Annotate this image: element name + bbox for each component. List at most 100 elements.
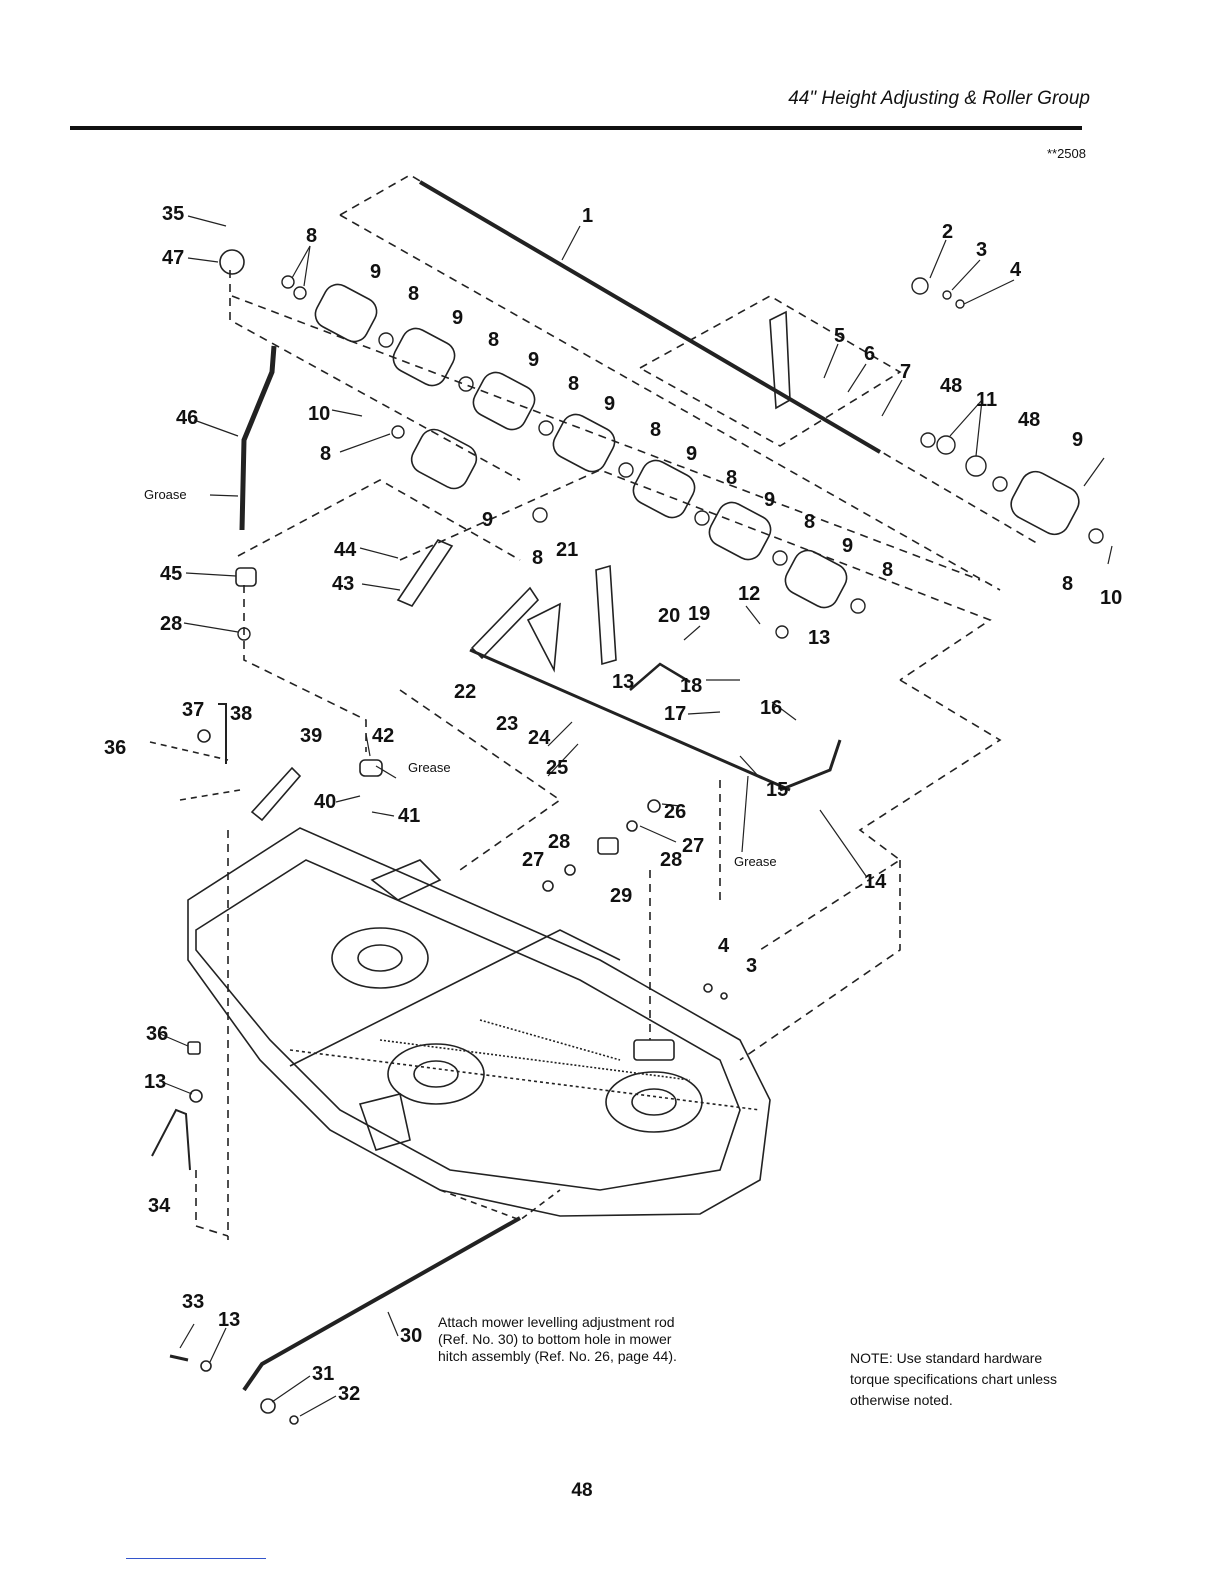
bracket-21 xyxy=(595,564,617,666)
callout-27b: 27 xyxy=(522,849,544,871)
callout-37: 37 xyxy=(182,699,204,721)
height-handle xyxy=(239,345,277,531)
lift-arm-14 xyxy=(779,739,842,792)
callout-8j: 8 xyxy=(320,443,331,465)
callout-8c: 8 xyxy=(488,329,499,351)
callout-42: 42 xyxy=(372,725,394,747)
plate-22 xyxy=(526,602,561,673)
callout-7: 7 xyxy=(900,361,911,383)
callout-9h: 9 xyxy=(1072,429,1083,451)
document-code: **2508 xyxy=(1046,146,1086,161)
callout-19: 19 xyxy=(688,603,710,625)
roller-shaft xyxy=(418,180,882,454)
callout-9f: 9 xyxy=(764,489,775,511)
page-title: 44" Height Adjusting & Roller Group xyxy=(788,88,1090,109)
callout-11: 11 xyxy=(976,389,997,411)
callout-39: 39 xyxy=(300,725,322,747)
callout-32: 32 xyxy=(338,1383,360,1405)
callout-8a: 8 xyxy=(306,225,317,247)
callout-13c: 13 xyxy=(144,1071,166,1093)
footer-rule xyxy=(126,1558,266,1559)
callout-34: 34 xyxy=(148,1195,171,1217)
arm-link-13 xyxy=(629,662,691,691)
roller-row-top xyxy=(314,283,1080,609)
callout-28c: 28 xyxy=(548,831,570,853)
callout-8b: 8 xyxy=(408,283,419,305)
callout-3b: 3 xyxy=(746,955,757,977)
callout-3a: 3 xyxy=(976,239,987,261)
callout-36a: 36 xyxy=(104,737,126,759)
callout-9g: 9 xyxy=(842,535,853,557)
bracket-5-assembly xyxy=(769,310,791,410)
callout-8i: 8 xyxy=(1062,573,1073,595)
callout-17: 17 xyxy=(664,703,686,725)
callout-21: 21 xyxy=(556,539,578,561)
callout-1: 1 xyxy=(582,205,593,227)
callout-22: 22 xyxy=(454,681,476,703)
callout-8f: 8 xyxy=(726,467,737,489)
callout-9i: 9 xyxy=(482,509,493,531)
callout-8e: 8 xyxy=(650,419,661,441)
callout-20: 20 xyxy=(658,605,680,627)
callout-30: 30 xyxy=(400,1325,422,1347)
hitch-bracket-34 xyxy=(151,1108,191,1171)
page-number: 48 xyxy=(571,1480,593,1501)
callout-8k: 8 xyxy=(532,547,543,569)
assembly-drawing xyxy=(149,174,1104,1425)
bracket-43 xyxy=(396,539,454,607)
callout-13a: 13 xyxy=(808,627,830,649)
levelling-rod-note: Attach mower levelling adjustment rod (R… xyxy=(438,1314,677,1364)
grease-label-handle: Groase xyxy=(144,487,187,502)
leader-lines xyxy=(159,215,1113,1417)
callout-4b: 4 xyxy=(718,935,730,957)
washers xyxy=(237,275,1104,641)
callout-44: 44 xyxy=(334,539,357,561)
callout-13d: 13 xyxy=(218,1309,240,1331)
title-rule xyxy=(70,126,1082,130)
callout-28a: 28 xyxy=(160,613,182,635)
callout-31: 31 xyxy=(312,1363,334,1385)
callout-40: 40 xyxy=(314,791,336,813)
callout-45: 45 xyxy=(160,563,182,585)
pivot-rod xyxy=(469,648,791,792)
link-22 xyxy=(470,586,540,660)
callout-35: 35 xyxy=(162,203,184,225)
callout-23: 23 xyxy=(496,713,518,735)
callout-27a: 27 xyxy=(682,835,704,857)
callout-8h: 8 xyxy=(882,559,893,581)
callout-9a: 9 xyxy=(370,261,381,283)
callout-13b: 13 xyxy=(612,671,634,693)
mower-deck xyxy=(187,827,771,1217)
callout-9e: 9 xyxy=(686,443,697,465)
callout-24: 24 xyxy=(528,727,551,749)
bracket-39 xyxy=(250,766,302,822)
callout-29: 29 xyxy=(610,885,632,907)
callout-10a: 10 xyxy=(308,403,330,425)
callout-36b: 36 xyxy=(146,1023,168,1045)
callout-9d: 9 xyxy=(604,393,615,415)
grease-label-pivot: Grease xyxy=(734,854,777,869)
callout-5: 5 xyxy=(834,325,845,347)
callout-41: 41 xyxy=(398,805,420,827)
part-callouts: 35 47 8 9 8 9 8 9 8 9 8 9 8 9 8 9 8 1 2 … xyxy=(104,203,1122,1405)
callout-48a: 48 xyxy=(940,375,962,397)
callout-28b: 28 xyxy=(660,849,682,871)
callout-15: 15 xyxy=(766,779,788,801)
callout-26: 26 xyxy=(664,801,686,823)
callout-12: 12 xyxy=(738,583,760,605)
callout-48b: 48 xyxy=(1018,409,1040,431)
callout-25: 25 xyxy=(546,757,568,779)
callout-33: 33 xyxy=(182,1291,204,1313)
callout-10b: 10 xyxy=(1100,587,1122,609)
callout-16: 16 xyxy=(760,697,782,719)
callout-9c: 9 xyxy=(528,349,539,371)
callout-8g: 8 xyxy=(804,511,815,533)
callout-47: 47 xyxy=(162,247,184,269)
callout-14: 14 xyxy=(864,871,887,893)
pin-38 xyxy=(218,703,227,764)
grease-label-bracket: Grease xyxy=(408,760,451,775)
callout-8d: 8 xyxy=(568,373,579,395)
callout-43: 43 xyxy=(332,573,354,595)
callout-18: 18 xyxy=(680,675,702,697)
callout-6: 6 xyxy=(864,343,875,365)
